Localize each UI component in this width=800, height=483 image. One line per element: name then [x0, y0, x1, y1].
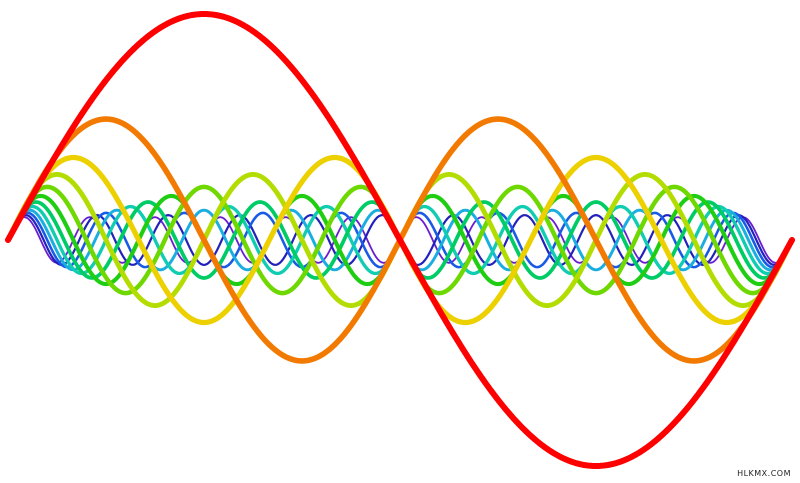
watermark-text: HLKMX.COM	[734, 469, 794, 479]
harmonic-1-wave	[5, 11, 795, 469]
